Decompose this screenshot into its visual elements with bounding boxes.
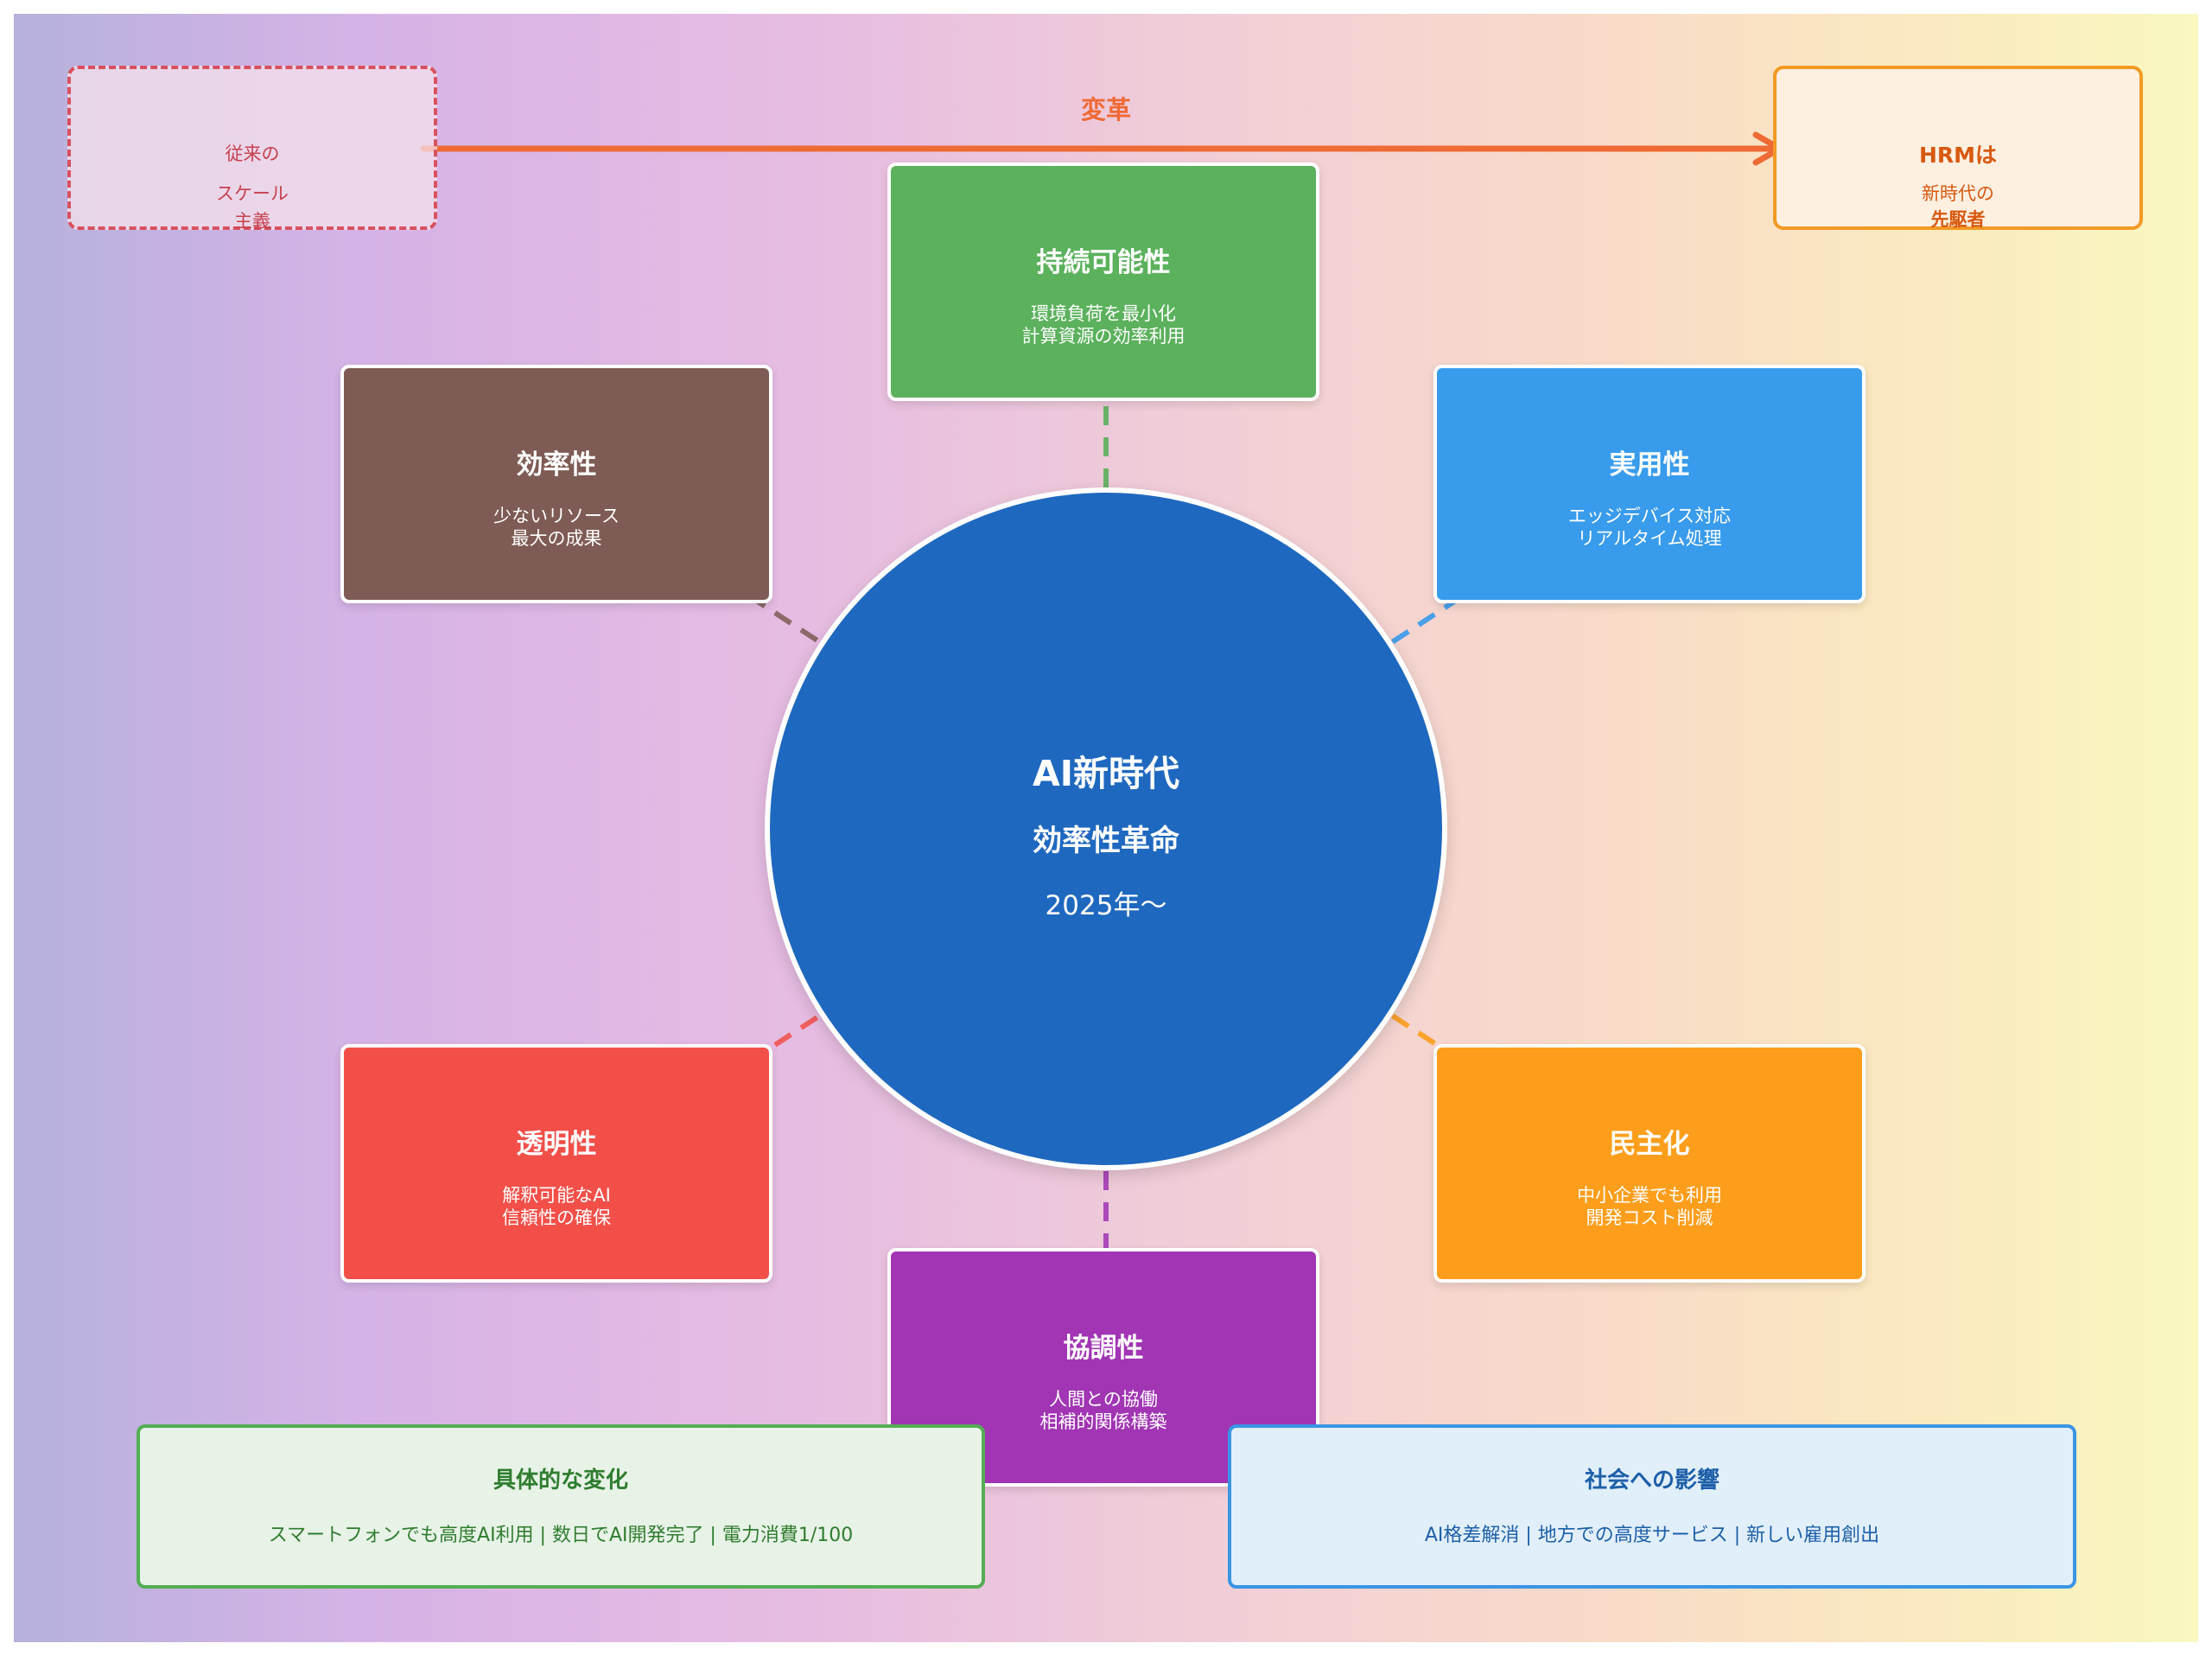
center-date: 2025年〜 (1045, 890, 1167, 921)
node-sustainability: 持続可能性 環境負荷を最小化 計算資源の効率利用 (887, 162, 1319, 401)
node-description: 少ないリソース 最大の成果 (344, 505, 769, 550)
node-desc-line: 環境負荷を最小化 (1031, 303, 1176, 324)
node-desc-line: エッジデバイス対応 (1567, 506, 1732, 526)
diagram-canvas: 変革 従来の スケール 主義 HRMは 新時代の 先駆者 AI新時代 効率性革命… (14, 14, 2198, 1642)
traditional-line-1: 従来の (225, 143, 280, 164)
node-desc-line: 解釈可能なAI (502, 1185, 611, 1206)
node-description: 環境負荷を最小化 計算資源の効率利用 (891, 303, 1316, 347)
node-title: 実用性 (1609, 449, 1690, 481)
node-practicality: 実用性 エッジデバイス対応 リアルタイム処理 (1433, 365, 1866, 603)
social-impact-text: AI格差解消 | 地方での高度サービス | 新しい雇用創出 (1424, 1525, 1880, 1546)
node-desc-line: 人間との協働 (1049, 1389, 1158, 1410)
social-impact-title: 社会への影響 (1584, 1468, 1719, 1494)
traditional-scale-box: 従来の スケール 主義 (67, 66, 437, 232)
node-title: 効率性 (516, 449, 597, 481)
traditional-line-3: 主義 (234, 211, 270, 232)
social-impact-box: 社会への影響 AI格差解消 | 地方での高度サービス | 新しい雇用創出 (1228, 1424, 2076, 1589)
node-desc-line: リアルタイム処理 (1577, 528, 1722, 549)
hrm-pioneer-box: HRMは 新時代の 先駆者 (1773, 66, 2143, 230)
node-desc-line: 中小企業でも利用 (1577, 1185, 1722, 1206)
node-title: 持続可能性 (1036, 247, 1171, 278)
node-title: 透明性 (516, 1129, 597, 1160)
node-desc-line: 計算資源の効率利用 (1021, 326, 1185, 347)
concrete-changes-title: 具体的な変化 (493, 1468, 628, 1494)
node-transparency: 透明性 解釈可能なAI 信頼性の確保 (340, 1044, 772, 1283)
node-description: 解釈可能なAI 信頼性の確保 (344, 1184, 769, 1229)
node-title: 民主化 (1609, 1129, 1690, 1160)
node-description: エッジデバイス対応 リアルタイム処理 (1437, 505, 1862, 550)
node-democratization: 民主化 中小企業でも利用 開発コスト削減 (1433, 1044, 1866, 1283)
concrete-changes-text: スマートフォンでも高度AI利用 | 数日でAI開発完了 | 電力消費1/100 (268, 1525, 854, 1546)
node-efficiency: 効率性 少ないリソース 最大の成果 (340, 365, 772, 603)
traditional-line-2: スケール (216, 183, 289, 204)
node-title: 協調性 (1063, 1333, 1144, 1364)
hrm-line-2: 新時代の (1922, 183, 1994, 204)
hrm-line-1: HRMは (1918, 143, 1998, 168)
node-description: 人間との協働 相補的関係構築 (891, 1388, 1316, 1433)
node-desc-line: 相補的関係構築 (1039, 1411, 1167, 1432)
node-desc-line: 開発コスト削減 (1586, 1207, 1713, 1228)
hrm-line-3: 先駆者 (1930, 209, 1986, 230)
center-hub: AI新時代 効率性革命 2025年〜 (765, 487, 1447, 1170)
node-desc-line: 信頼性の確保 (502, 1207, 611, 1228)
center-subtitle: 効率性革命 (1033, 824, 1179, 858)
concrete-changes-box: 具体的な変化 スマートフォンでも高度AI利用 | 数日でAI開発完了 | 電力消… (137, 1424, 985, 1589)
node-description: 中小企業でも利用 開発コスト削減 (1437, 1184, 1862, 1229)
center-title: AI新時代 (1033, 753, 1179, 794)
node-desc-line: 最大の成果 (511, 528, 602, 549)
node-desc-line: 少ないリソース (493, 506, 620, 526)
transformation-label: 変革 (1080, 95, 1131, 124)
